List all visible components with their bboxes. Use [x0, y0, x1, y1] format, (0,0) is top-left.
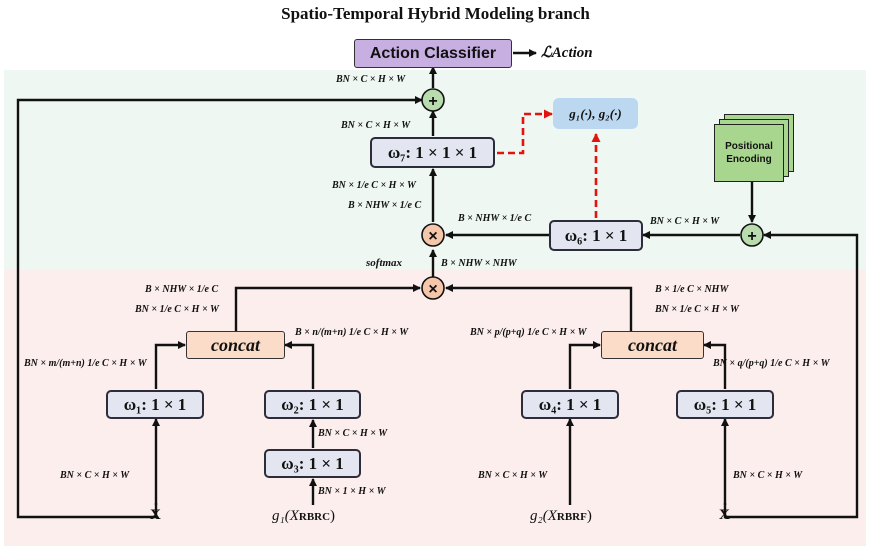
input-g1: g₁(XRBRC)	[272, 508, 335, 525]
dim-label-x-left-in: BN × C × H × W	[60, 470, 130, 481]
dim-label-w2-out: B × n/(m+n) 1/e C × H × W	[295, 327, 409, 338]
arrow-concat-left-to-times	[234, 284, 421, 331]
dim-label-pe-plus-in: BN × C × H × W	[650, 216, 720, 227]
plus-symbol-top: +	[428, 93, 437, 110]
times-symbol-fuse: ×	[428, 281, 437, 298]
times-circle-attn	[421, 223, 445, 247]
w5-block: ω₅: 1 × 1	[676, 390, 774, 419]
loss-label: ℒAction	[541, 43, 593, 62]
g2-subscript: RBRF	[556, 511, 587, 523]
plus-symbol-pe: +	[747, 228, 756, 245]
dim-label-w5-out: BN × q/(p+q) 1/e C × H × W	[713, 358, 830, 369]
times-symbol-attn: ×	[428, 228, 437, 245]
arrow-w5-to-concat	[703, 341, 727, 389]
g2-close: )	[586, 508, 592, 524]
loss-symbol: ℒAction	[541, 45, 593, 61]
arrow-w2-to-concat	[284, 341, 315, 389]
skip-connection-left	[16, 96, 423, 519]
g1-close: )	[330, 508, 336, 524]
w2-block: ω₂: 1 × 1	[264, 390, 361, 419]
dim-label-w1-out: BN × m/(m+n) 1/e C × H × W	[24, 358, 147, 369]
concat-left-block: concat	[186, 331, 285, 359]
g1-subscript: RBRC	[298, 511, 331, 523]
dashed-w7-to-g	[497, 109, 553, 155]
input-x-right: X	[719, 507, 730, 523]
dim-label-w7-out: BN × C × H × W	[341, 120, 411, 131]
dim-label-concat-left-a: B × NHW × 1/e C	[145, 284, 219, 295]
dim-label-g2-in: BN × C × H × W	[478, 470, 548, 481]
dim-label-concat-right-a: B × 1/e C × NHW	[655, 284, 729, 295]
w3-block: ω₃: 1 × 1	[264, 449, 361, 478]
dim-label-w6-out: B × NHW × 1/e C	[458, 213, 532, 224]
w1-block: ω₁: 1 × 1	[106, 390, 204, 419]
dim-label-w3-in: BN × 1 × H × W	[318, 486, 386, 497]
dim-label-w4-out: BN × p/(p+q) 1/e C × H × W	[470, 327, 587, 338]
w7-block: ω₇: 1 × 1 × 1	[370, 137, 495, 168]
w6-block: ω₆: 1 × 1	[549, 220, 643, 251]
arrow-w4-to-concat	[568, 341, 601, 389]
arrow-concat-right-to-times	[445, 284, 633, 331]
dim-label-concat-left-b: BN × 1/e C × H × W	[135, 304, 219, 315]
arrow-w1-to-concat	[154, 341, 186, 389]
softmax-label: softmax	[366, 257, 403, 269]
plus-circle-top	[421, 88, 445, 112]
concat-right-block: concat	[601, 331, 704, 359]
diagram-title: Spatio-Temporal Hybrid Modeling branch	[281, 4, 590, 23]
action-classifier-box: Action Classifier	[354, 39, 512, 68]
g-functions-box: g₁(·), g₂(·)	[553, 98, 638, 129]
dim-label-x-right-in: BN × C × H × W	[733, 470, 803, 481]
positional-encoding-box: Positional Encoding	[714, 124, 784, 182]
dim-label-classifier-in: BN × C × H × W	[336, 74, 406, 85]
plus-circle-pe	[740, 223, 764, 247]
dim-label-w3-out: BN × C × H × W	[318, 428, 388, 439]
input-x-left: X	[150, 507, 161, 523]
dim-label-w7-in-a: BN × 1/e C × H × W	[332, 180, 416, 191]
dim-label-w7-in-b: B × NHW × 1/e C	[348, 200, 422, 211]
dim-label-softmax: B × NHW × NHW	[441, 258, 517, 269]
times-circle-fuse	[421, 276, 445, 300]
input-g2: g₂(XRBRF)	[530, 508, 592, 525]
g1-prefix: g₁(X	[272, 508, 299, 524]
g2-prefix: g₂(X	[530, 508, 557, 524]
skip-connection-right	[723, 231, 859, 519]
dim-label-concat-right-b: BN × 1/e C × H × W	[655, 304, 739, 315]
w4-block: ω₄: 1 × 1	[521, 390, 619, 419]
